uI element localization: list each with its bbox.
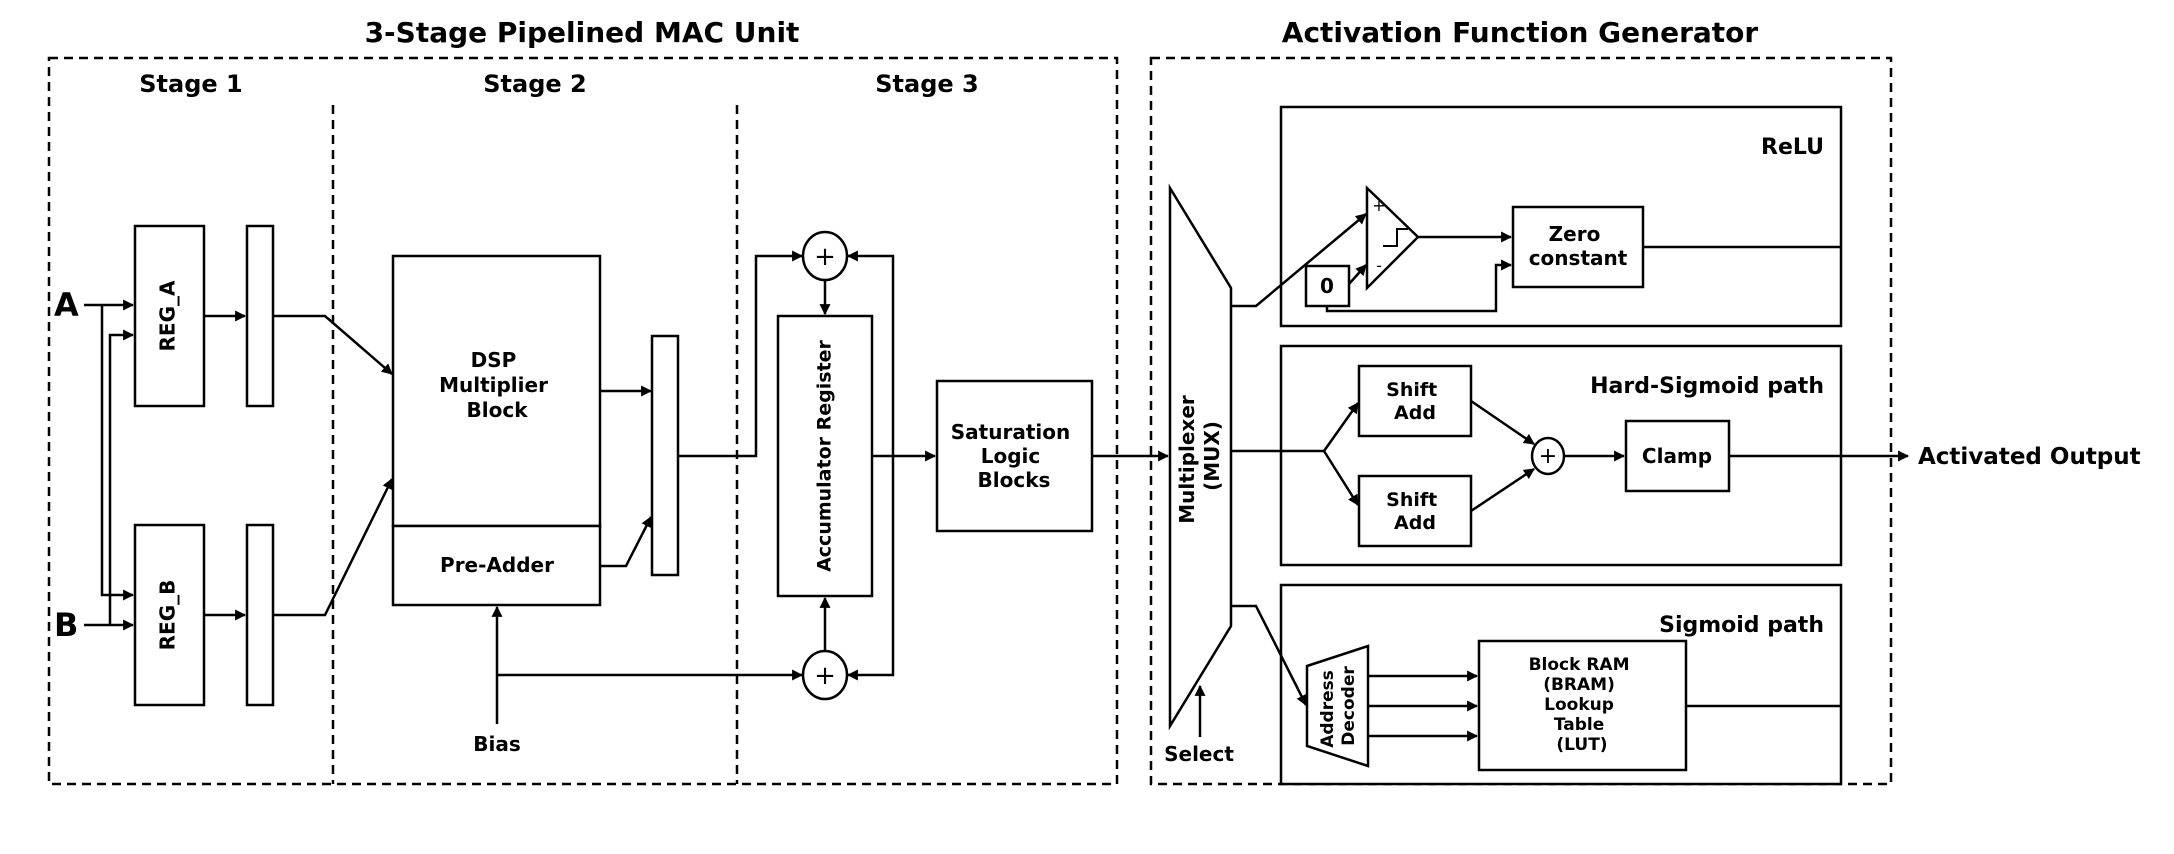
shift-add-top — [1357, 364, 1473, 438]
shift-add-bottom-label: Shift Add — [1386, 489, 1444, 534]
afg-title: Activation Function Generator — [1282, 16, 1759, 49]
wire-a-to-reg-b — [100, 305, 135, 601]
bias-label: Bias — [473, 732, 521, 756]
pipeline-register-a — [245, 224, 275, 408]
accumulator-label: Accumulator Register — [814, 339, 836, 571]
saturation-logic-blocks — [935, 379, 1094, 533]
comparator-plus: + — [1372, 196, 1385, 215]
pipeline-register-stage-2 — [650, 334, 680, 577]
zero-constant-label: Zero constant — [1529, 222, 1628, 270]
comparator — [1365, 185, 1420, 292]
dsp-label: DSP Multiplier Block — [439, 348, 555, 422]
wire-shift-add-bottom-to-adder — [1470, 467, 1535, 513]
zero-constant-block — [1511, 205, 1645, 289]
wire-feedback-bottom — [846, 456, 895, 681]
reg-a-label: REG_A — [156, 280, 180, 351]
reg-b — [133, 523, 206, 707]
zero-constant-input — [1304, 264, 1351, 308]
wire-pipe-a-to-dsp — [273, 314, 393, 375]
input-a-label: A — [54, 286, 79, 324]
wire-b-to-reg-a — [108, 329, 135, 625]
wire-pipe-b-to-dsp — [273, 478, 394, 617]
pre-adder — [391, 524, 602, 607]
input-b-label: B — [54, 606, 78, 644]
address-decoder — [1305, 644, 1370, 768]
mac-title: 3-Stage Pipelined MAC Unit — [365, 16, 800, 49]
comparator-step-icon — [1383, 228, 1408, 247]
wire-zero-to-zero-block — [1325, 259, 1513, 313]
top-adder-symbol: + — [814, 242, 836, 272]
stage-3-label: Stage 3 — [875, 70, 978, 98]
sigmoid-label: Sigmoid path — [1659, 613, 1824, 638]
shift-add-bottom — [1357, 474, 1473, 548]
hard-sigmoid-adder-symbol: + — [1539, 444, 1557, 469]
mux-label: Multiplexer (MUX) — [1175, 388, 1224, 523]
wire-shift-add-top-to-adder — [1470, 399, 1535, 446]
reg-b-label: REG_B — [156, 580, 180, 651]
accumulator-register — [776, 314, 874, 598]
address-decoder-label: Address Decoder — [1318, 664, 1359, 748]
shift-add-top-label: Shift Add — [1386, 379, 1444, 424]
wire-split-to-shift-add-top — [1322, 402, 1360, 452]
stage-1-label: Stage 1 — [139, 70, 242, 98]
select-label: Select — [1164, 742, 1234, 766]
stage-2-label: Stage 2 — [483, 70, 586, 98]
hard-sigmoid-label: Hard-Sigmoid path — [1590, 374, 1824, 399]
wire-preadder-to-pipe-2 — [600, 516, 653, 568]
activated-output-label: Activated Output — [1918, 444, 2141, 470]
mac-frame — [47, 56, 1119, 786]
wire-mux-to-relu — [1231, 213, 1367, 308]
pre-adder-label: Pre-Adder — [440, 553, 554, 577]
bram-lut-label: Block RAM (BRAM) Lookup Table (LUT) — [1529, 655, 1636, 755]
wire-split-to-shift-add-bottom — [1322, 450, 1360, 506]
multiplexer — [1168, 183, 1233, 731]
relu-label: ReLU — [1761, 135, 1824, 160]
wire-pipe-2-to-top-adder — [678, 250, 804, 458]
wire-zero-to-comparator — [1348, 264, 1367, 285]
reg-a — [133, 224, 206, 408]
saturation-label: Saturation Logic Blocks — [951, 420, 1077, 492]
comparator-minus: - — [1376, 256, 1382, 275]
clamp-label: Clamp — [1642, 444, 1712, 468]
bottom-adder-symbol: + — [814, 661, 836, 691]
zero-constant-input-label: 0 — [1320, 274, 1334, 298]
wire-mux-to-address-decoder — [1231, 604, 1308, 706]
pipeline-register-b — [245, 523, 275, 707]
wire-feedback-top — [846, 250, 895, 456]
